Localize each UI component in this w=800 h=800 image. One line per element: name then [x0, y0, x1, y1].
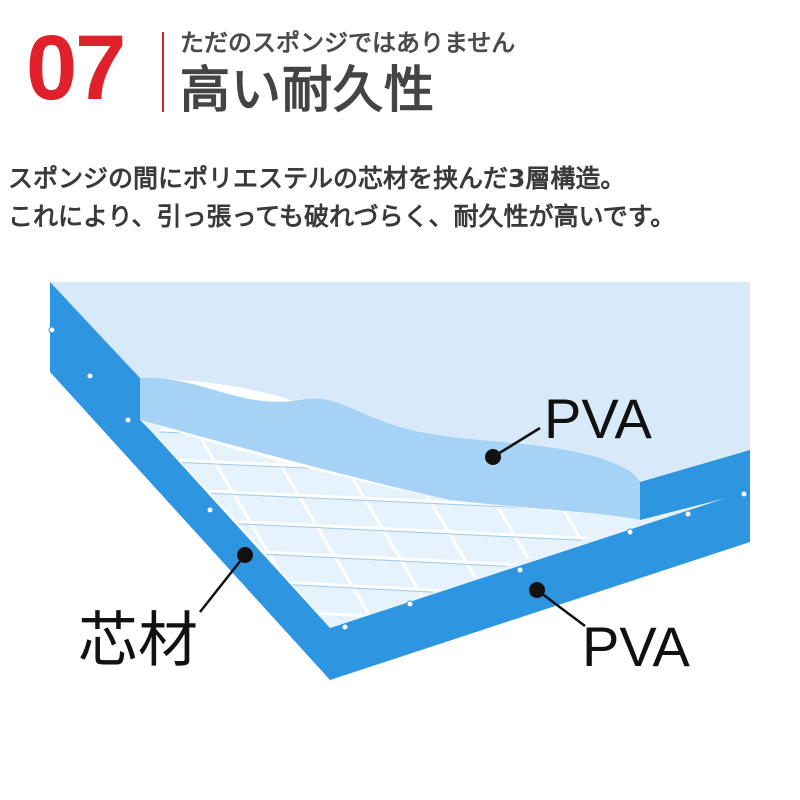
header: 07 ただのスポンジではありません 高い耐久性	[0, 0, 800, 130]
description-line-2: これにより、引っ張っても破れづらく、耐久性が高いです。	[8, 202, 676, 231]
description: スポンジの間にポリエステルの芯材を挟んだ3層構造。 これにより、引っ張っても破れ…	[8, 160, 798, 236]
label-bottom-pva: PVA	[582, 615, 690, 678]
leader-dots	[237, 449, 545, 598]
top-pva-top-face	[50, 282, 750, 482]
section-title: 高い耐久性	[180, 61, 435, 119]
bottom-pva-top-face	[50, 320, 750, 628]
header-divider	[162, 32, 164, 112]
label-top-pva: PVA	[544, 387, 652, 450]
top-pva-wave-cut	[140, 377, 640, 520]
label-core-material: 芯材	[78, 606, 198, 676]
section-number: 07	[26, 17, 126, 119]
description-line-1: スポンジの間にポリエステルの芯材を挟んだ3層構造。	[8, 164, 626, 193]
stitch-dots	[48, 326, 748, 631]
top-pva-right-edge	[640, 450, 750, 520]
section-subtitle: ただのスポンジではありません	[180, 29, 516, 57]
bottom-pva-left-edge	[50, 320, 330, 680]
leader-lines	[199, 426, 586, 627]
top-pva-left-edge	[50, 282, 140, 420]
